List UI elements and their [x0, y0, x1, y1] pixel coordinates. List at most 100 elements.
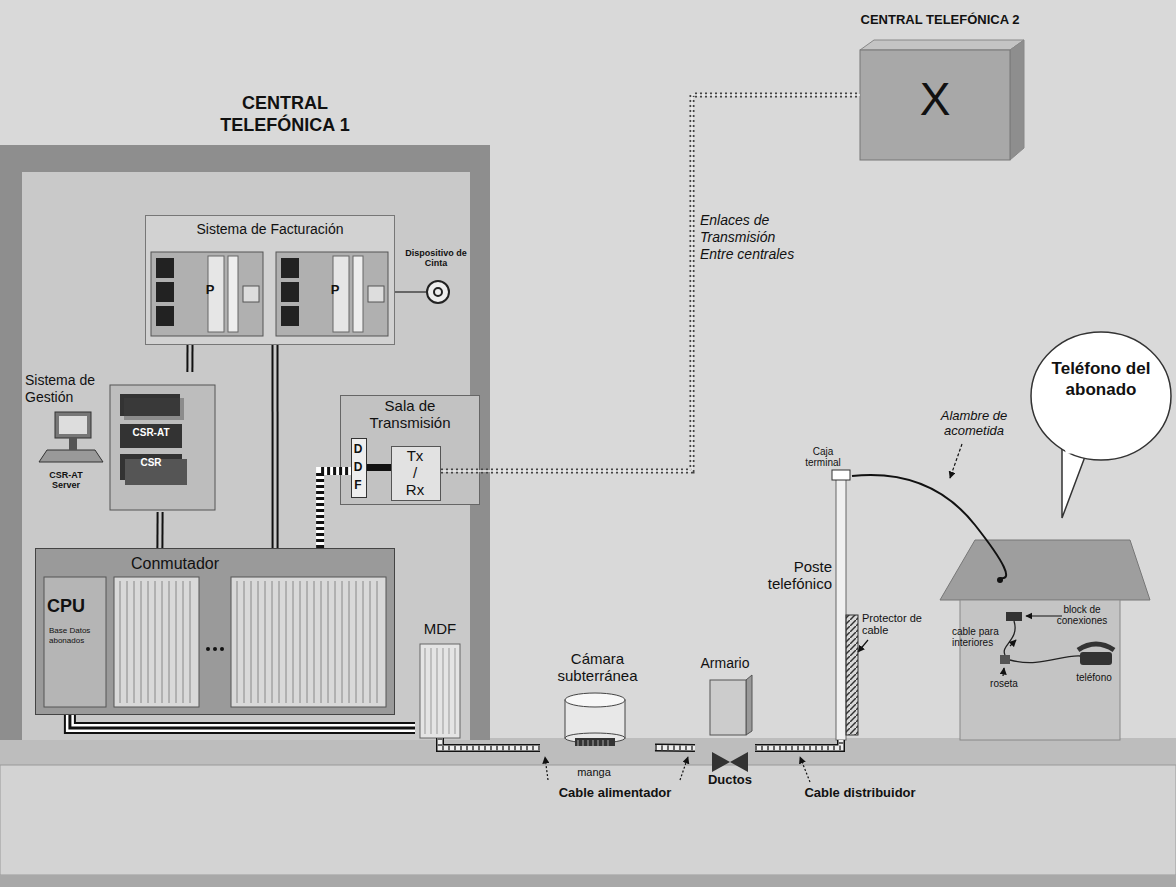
drawing-part [148, 581, 149, 703]
drawing-part [425, 648, 426, 734]
drawing-part [183, 581, 184, 703]
connector [70, 715, 415, 728]
drawing-part [593, 740, 594, 746]
connector-line [70, 715, 415, 728]
part-label: P [327, 282, 343, 297]
drawing-part [588, 740, 589, 746]
connector [440, 738, 540, 748]
connector [159, 512, 160, 548]
drawing-part [860, 50, 1010, 160]
drawing-part [712, 752, 730, 772]
drawing-part [293, 581, 294, 703]
transmission-room: Sala de TransmisiónD D FTx / Rx [340, 395, 480, 505]
billing-system-box: Sistema de Facturación [145, 215, 395, 345]
leader-line [800, 757, 810, 782]
drawing-part [846, 615, 858, 735]
node-title: Sistema de Facturación [145, 221, 395, 238]
house-wall [960, 600, 1120, 740]
drawing-part [832, 470, 850, 480]
drawing-part [265, 581, 266, 703]
drawing-part [598, 740, 599, 746]
drawing-part [213, 647, 217, 651]
drawing-part [860, 40, 1024, 50]
drawing-part [1064, 446, 1084, 454]
drawing-part [231, 577, 386, 707]
drawing-part [342, 581, 343, 703]
drawing-part [244, 581, 245, 703]
drawing-part [281, 282, 299, 302]
connector-line [156, 512, 163, 548]
drawing-part [1010, 40, 1024, 160]
ducts-symbol [712, 752, 748, 772]
drawing-part [237, 581, 238, 703]
connection-block [1006, 612, 1022, 621]
drawing-part [55, 412, 91, 438]
drawing-part [443, 648, 444, 734]
leader-line [545, 757, 548, 780]
part-label: manga [572, 766, 616, 779]
node-drawing [760, 470, 860, 740]
drawing-part [300, 581, 301, 703]
drawing-part [69, 438, 77, 450]
node-title: Conmutador [95, 554, 255, 573]
connector-line [320, 471, 351, 548]
connector-line [440, 738, 540, 748]
connector [655, 747, 695, 748]
drawing-part [370, 581, 371, 703]
connector [441, 95, 860, 471]
ground-top [0, 738, 1176, 765]
node-title: Sistema de Gestión [25, 372, 109, 406]
drawing-part [307, 581, 308, 703]
drawing-part [565, 693, 625, 707]
leader-line [680, 757, 688, 780]
drawing-part [349, 581, 350, 703]
drawing-part [272, 581, 273, 703]
manhole: Cámara subterránea [540, 650, 655, 755]
drawing-part [314, 581, 315, 703]
part-label: CSR [120, 457, 182, 469]
part-label: CSR-AT Server [36, 470, 96, 490]
ddf-block: D D F [351, 438, 367, 498]
drawing-part [44, 577, 106, 707]
mdf-frame: MDF [415, 620, 465, 738]
connector-line [274, 345, 277, 548]
drawing-part [176, 581, 177, 703]
connector-line [655, 745, 695, 750]
drawing-part [578, 740, 579, 746]
drawing-part [127, 581, 128, 703]
drawing-part [328, 581, 329, 703]
building-frame [0, 145, 490, 740]
drawing-part [228, 256, 238, 332]
part-label: Caja terminal [796, 446, 850, 468]
drawing-part [746, 675, 752, 735]
node-drawing [1028, 328, 1174, 523]
drawing-part [377, 581, 378, 703]
leader-line [1026, 615, 1062, 616]
leader-line [858, 640, 868, 652]
drawing-part [368, 286, 384, 302]
drawing-part [114, 577, 199, 707]
drawing-part [156, 306, 174, 326]
drawing-part [156, 282, 174, 302]
ground-base [0, 875, 1176, 887]
drawing-part [449, 648, 450, 734]
part-label: CSR-AT [120, 427, 182, 439]
drawing-part [455, 648, 456, 734]
part-label: P [202, 282, 218, 297]
node-title: MDF [415, 620, 465, 638]
drawing-part [437, 648, 438, 734]
drawing-part [608, 740, 609, 746]
building-frame: CENTRAL TELEFÓNICA 1Sistema de Facturaci… [0, 92, 490, 740]
connector-line [755, 740, 841, 748]
part-label: Protector de cable [862, 612, 924, 636]
switch-rack: ConmutadorCPUBase Datos abonados [35, 548, 395, 715]
part-label: Cable alimentador [540, 785, 690, 800]
indoor-cable [1004, 621, 1080, 663]
telephone-pole: Poste telefónico [760, 470, 860, 740]
drawing-part [286, 581, 287, 703]
part-label: block de conexiones [1046, 604, 1118, 626]
drawing-part [836, 474, 846, 740]
insulator [997, 577, 1003, 583]
